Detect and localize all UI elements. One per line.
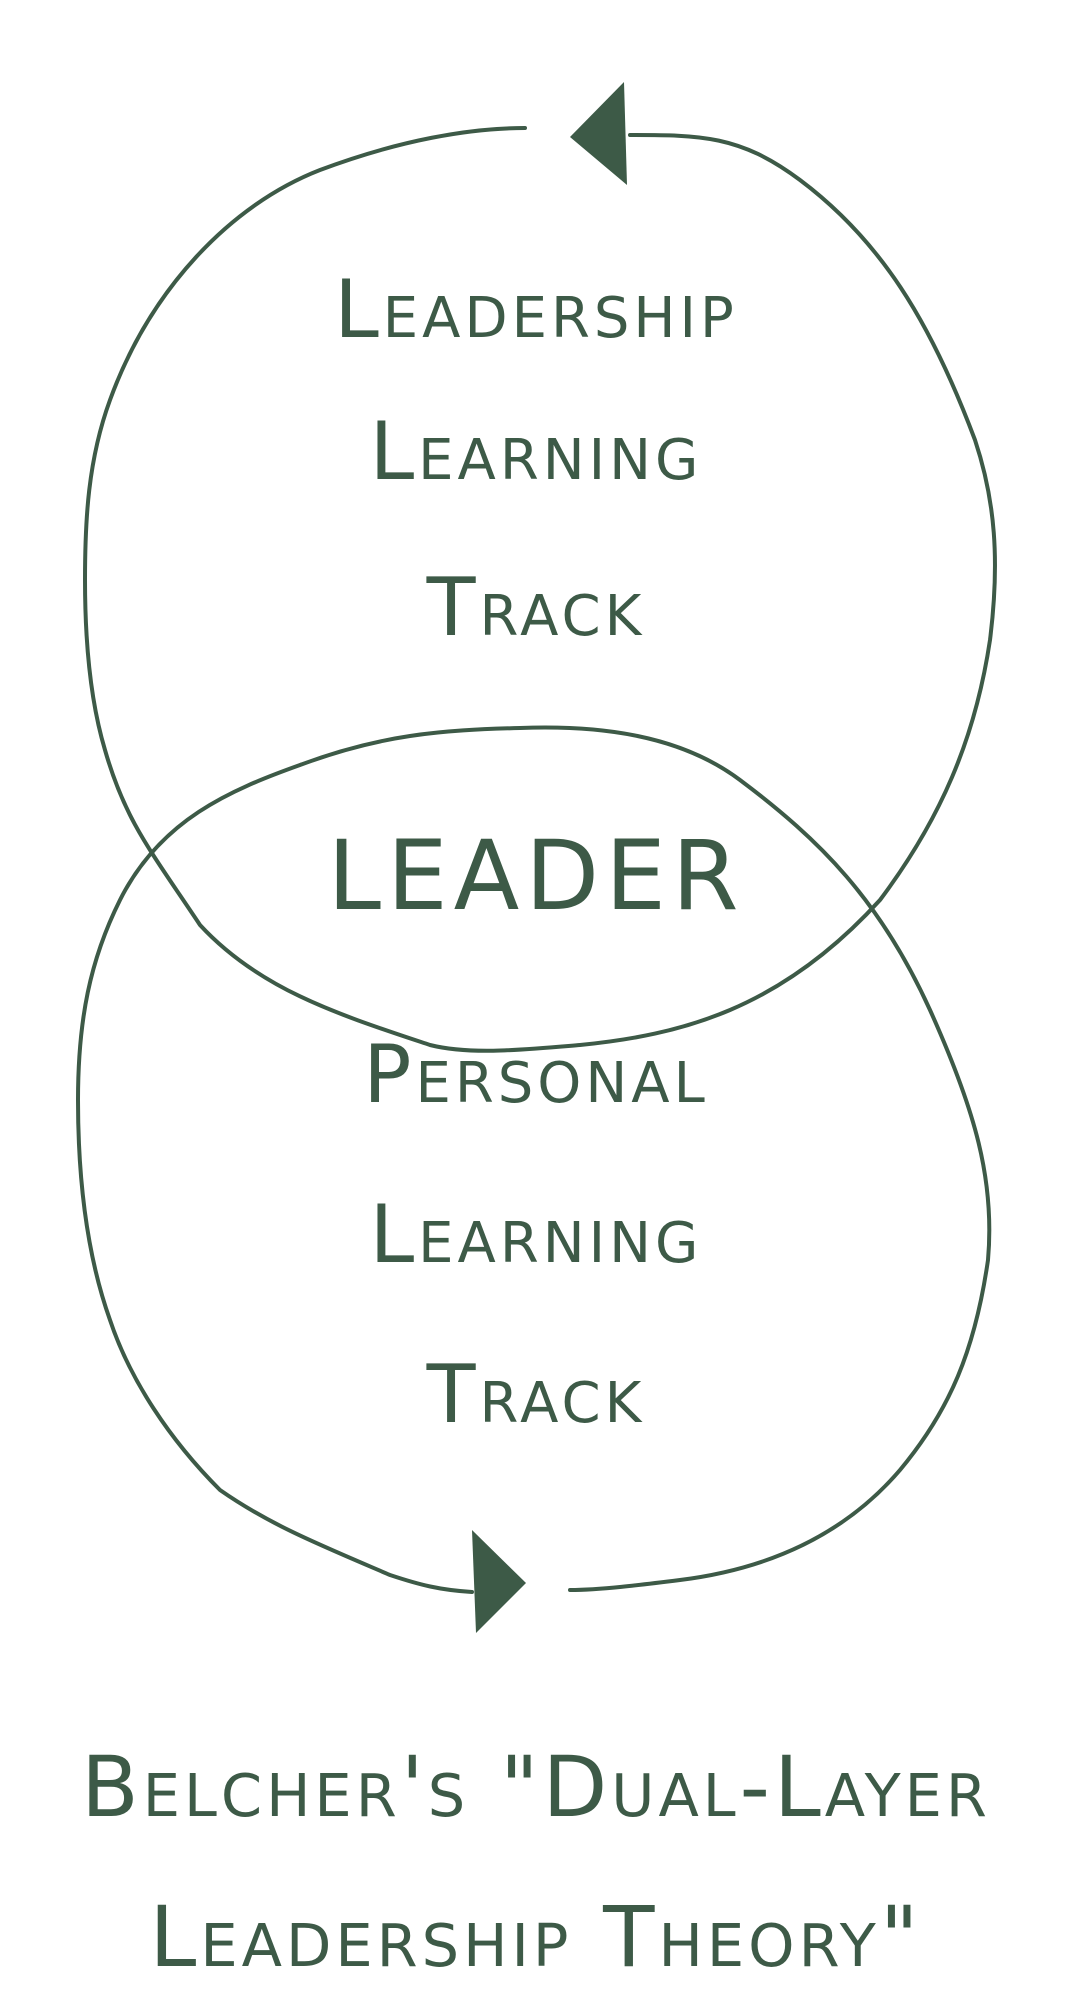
top-circle-label-line2: Learning	[369, 405, 703, 498]
bottom-circle-label-line2: Learning	[369, 1188, 703, 1281]
caption-line1: Belcher's "Dual-Layer	[81, 1738, 991, 1836]
top-arrow-icon	[570, 82, 627, 185]
top-circle-loop	[82, 126, 997, 1053]
top-circle-label-line3: Track	[426, 561, 646, 654]
bottom-circle-label-line3: Track	[426, 1348, 646, 1441]
bottom-circle-label-line1: Personal	[363, 1028, 709, 1121]
top-circle-label-line1: Leadership	[334, 263, 738, 356]
bottom-arrow-icon	[472, 1530, 526, 1633]
bottom-circle-loop	[75, 725, 992, 1594]
caption-line2: Leadership Theory"	[149, 1888, 923, 1986]
leader-label: LEADER	[327, 820, 745, 932]
